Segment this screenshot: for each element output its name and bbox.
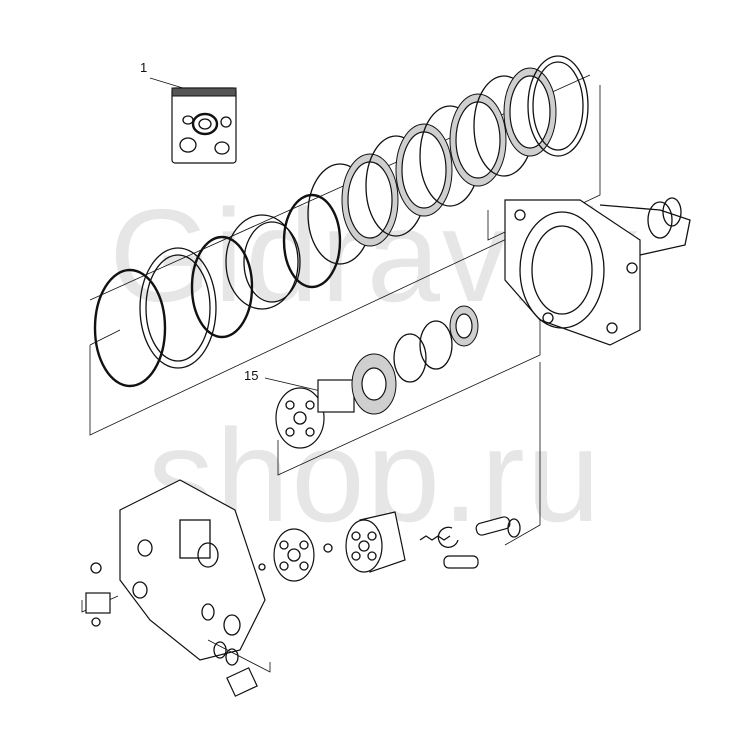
seal-kit-bag	[149, 77, 237, 164]
shaft-assembly	[264, 305, 541, 476]
callout-seal-kit: 1	[140, 60, 148, 75]
clutch-disc-stack	[93, 55, 589, 388]
callout-shaft-assembly: 15	[244, 368, 259, 383]
port-plate-and-cylinder	[258, 511, 406, 582]
valve-spool-parts	[419, 362, 541, 569]
motor-housing	[487, 197, 691, 346]
valve-block	[81, 479, 271, 697]
